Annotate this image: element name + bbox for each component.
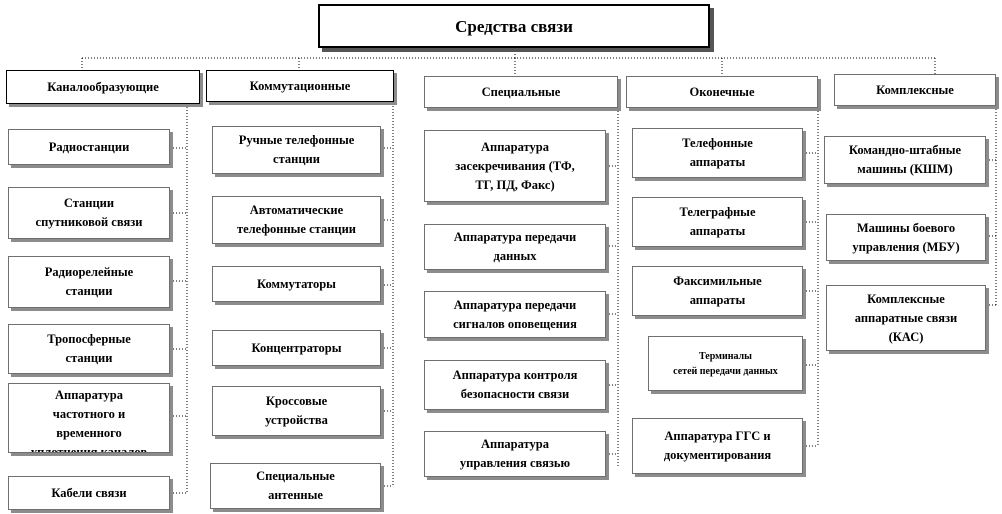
category-header-kompleksnye: Комплексные [834, 74, 996, 106]
node-radioreleynye-stantsii: Радиорелейные станции [8, 256, 170, 308]
node-kshm: Командно-штабные машины (КШМ) [824, 136, 986, 184]
node-apparatura-ggs: Аппаратура ГГС и документирования [632, 418, 803, 474]
node-kabeli-svyazi: Кабели связи [8, 476, 170, 510]
node-kontsentratory: Концентраторы [212, 330, 381, 366]
node-faksimilnye-apparaty: Факсимильные аппараты [632, 266, 803, 316]
branches-kanaloobrazuyushchie [170, 147, 187, 494]
node-terminaly-setey-peredachi-dannykh: Терминалы сетей передачи данных [648, 336, 803, 391]
category-header-okonechnye: Оконечные [626, 76, 818, 108]
node-apparatura-kontrolya-bezopasnosti: Аппаратура контроля безопасности связи [424, 360, 606, 410]
category-header-kommutatsionnye: Коммутационные [206, 70, 394, 102]
node-apparatura-uplotneniya: Аппаратура частотного и временного уплот… [8, 383, 170, 453]
category-header-kanaloobrazuyushchie: Каналообразующие [6, 70, 200, 104]
node-radiostantsii: Радиостанции [8, 129, 170, 165]
node-telefonnye-apparaty: Телефонные аппараты [632, 128, 803, 178]
node-kommutatory: Коммутаторы [212, 266, 381, 302]
node-ruchnye-telefonnye-stantsii: Ручные телефонные станции [212, 126, 381, 174]
node-troposfernye-stantsii: Тропосферные станции [8, 324, 170, 374]
branches-kommutatsionnye [381, 147, 393, 487]
node-apparatura-upravleniya-svyazyu: Аппаратура управления связью [424, 431, 606, 477]
branches-okonechnye [803, 152, 818, 447]
node-kas: Комплексные аппаратные связи (КАС) [826, 285, 986, 351]
category-drops [81, 58, 936, 76]
branches-spetsialnye [606, 165, 618, 455]
node-telegrafnye-apparaty: Телеграфные аппараты [632, 197, 803, 247]
node-apparatura-peredachi-signalov-opoveshcheniya: Аппаратура передачи сигналов оповещения [424, 291, 606, 338]
node-avtomaticheskie-telefonnye-stantsii: Автоматические телефонные станции [212, 196, 381, 244]
node-spetsialnye-antennye: Специальные антенные [210, 463, 381, 509]
node-apparatura-peredachi-dannykh: Аппаратура передачи данных [424, 224, 606, 270]
node-apparatura-zasekrechivaniya: Аппаратура засекречивания (ТФ, ТГ, ПД, Ф… [424, 130, 606, 202]
root-connector [82, 48, 935, 59]
category-header-spetsialnye: Специальные [424, 76, 618, 108]
node-krossovye-ustroystva: Кроссовые устройства [212, 386, 381, 436]
branches-kompleksnye [986, 159, 996, 306]
node-mbu: Машины боевого управления (МБУ) [826, 214, 986, 261]
diagram-title: Средства связи [318, 4, 710, 48]
node-stantsii-sputnikovoy-svyazi: Станции спутниковой связи [8, 187, 170, 239]
